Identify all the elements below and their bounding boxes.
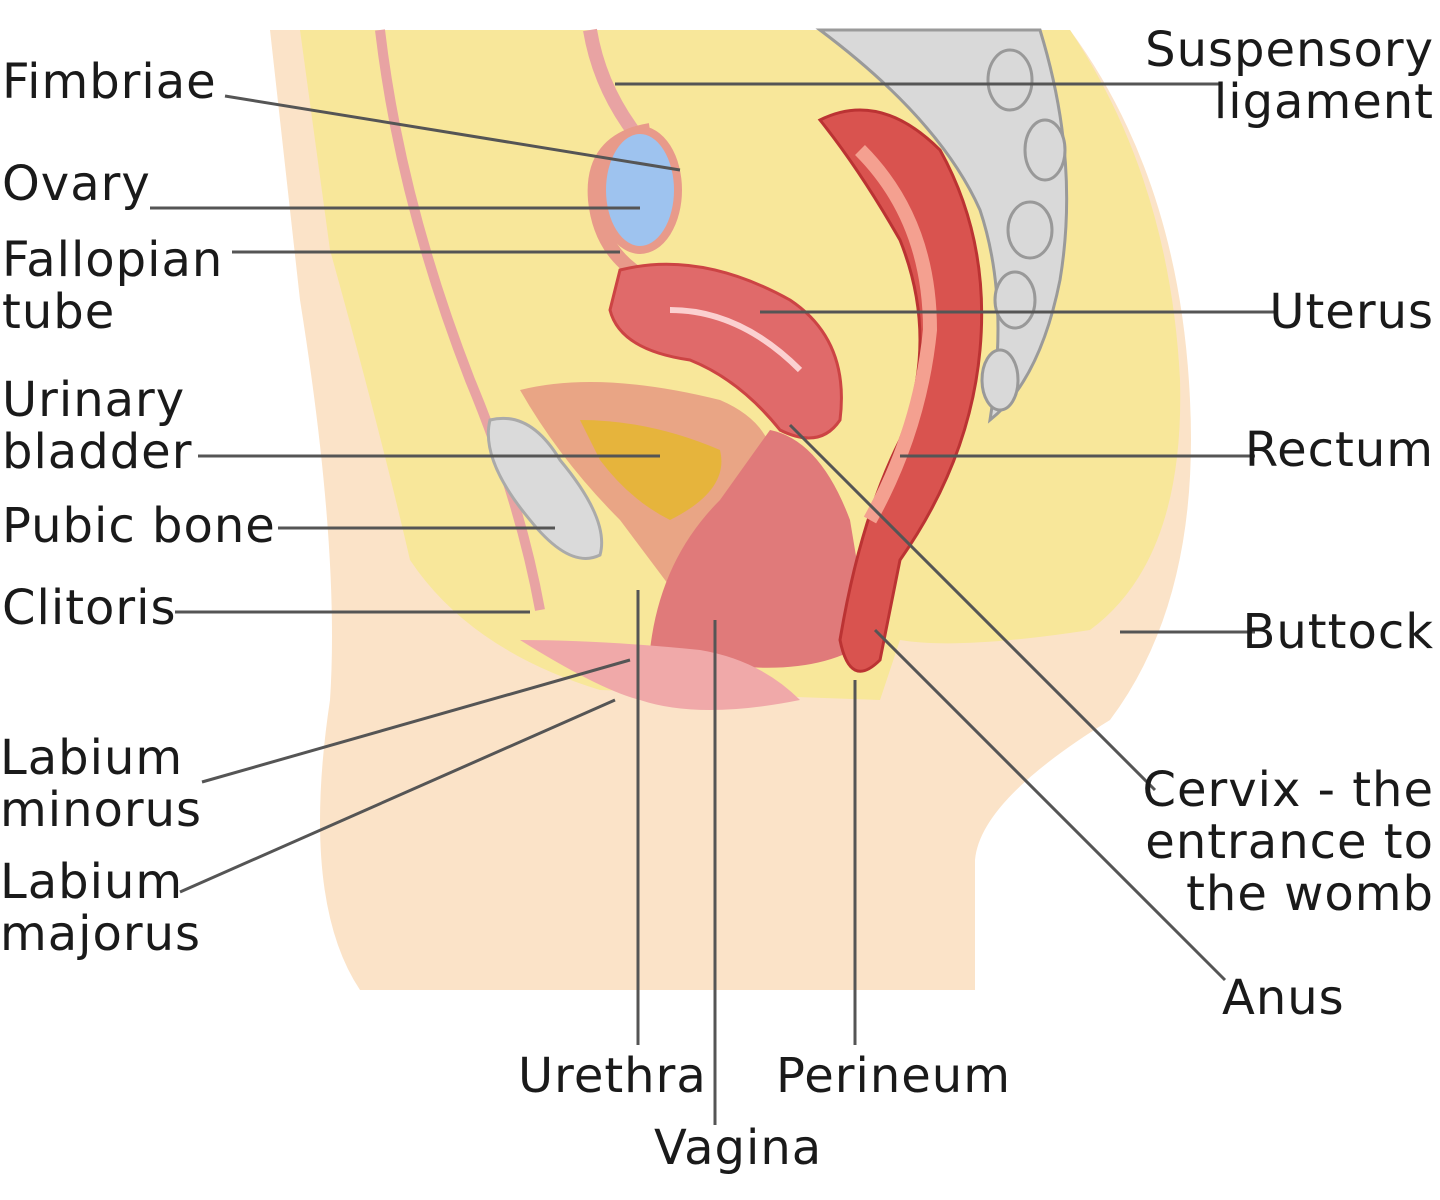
label-urethra: Urethra xyxy=(518,1048,707,1104)
label-rectum: Rectum xyxy=(1244,422,1434,478)
leader-lines xyxy=(150,82,1275,1125)
label-fimbriae: Fimbriae xyxy=(2,54,217,110)
ovary-shape xyxy=(598,126,682,254)
label-buttock: Buttock xyxy=(1242,604,1434,660)
bladder-urine xyxy=(580,420,722,520)
rectum-shape xyxy=(817,108,984,673)
label-uterus: Uterus xyxy=(1269,284,1434,340)
rectum-lumen xyxy=(855,145,938,524)
uterus-shape xyxy=(608,262,843,440)
vertebrae xyxy=(980,48,1067,412)
label-vagina: Vagina xyxy=(654,1120,823,1176)
label-pubic-bone: Pubic bone xyxy=(2,498,276,554)
uterine-cavity xyxy=(669,307,803,373)
pubic-bone-shape xyxy=(486,416,604,560)
label-anus: Anus xyxy=(1222,970,1345,1026)
label-clitoris: Clitoris xyxy=(2,580,177,636)
labia-shape xyxy=(520,640,800,710)
label-ovary: Ovary xyxy=(2,156,151,212)
label-perineum: Perineum xyxy=(776,1048,1011,1104)
vagina-shape xyxy=(650,430,870,668)
round-ligament xyxy=(375,29,545,611)
